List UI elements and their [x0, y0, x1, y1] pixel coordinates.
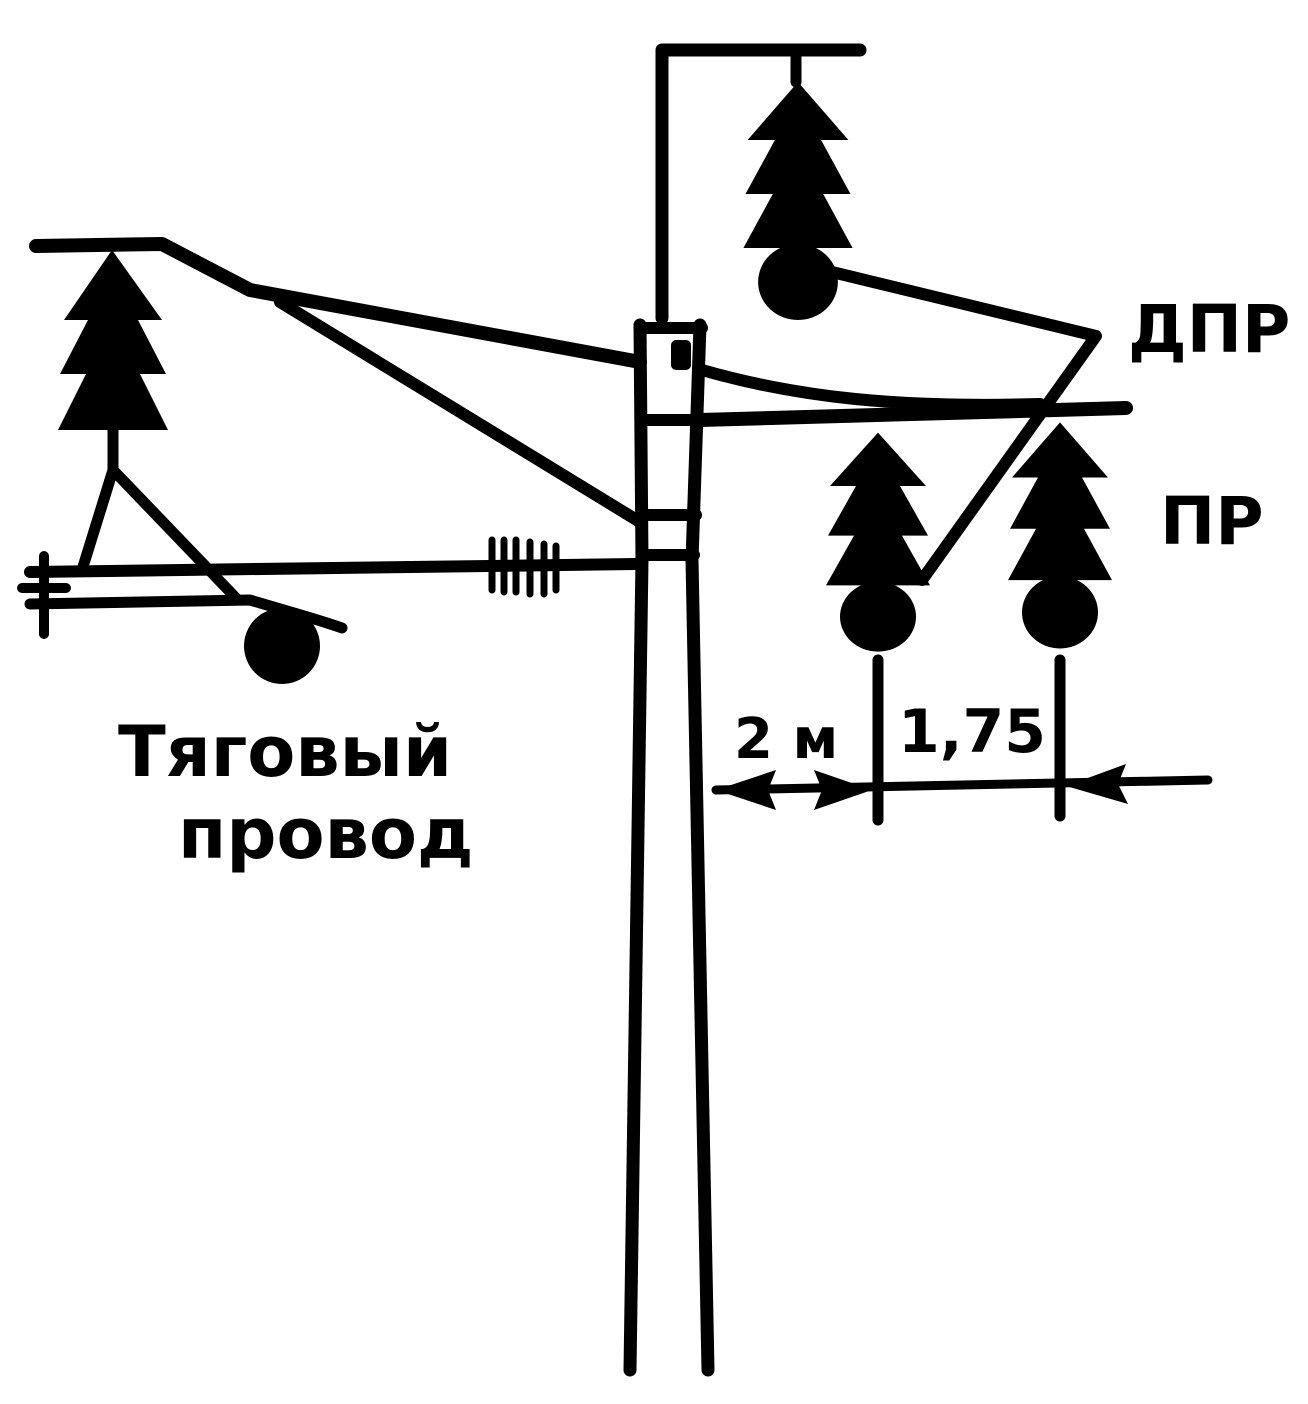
traction-wire-clamp [244, 608, 320, 684]
traction-wire-label-line1: Тяговый [118, 711, 452, 793]
pr-insulator-right [1008, 422, 1112, 822]
left-insulator [58, 250, 242, 604]
traction-wire-label-line2: провод [178, 793, 473, 875]
right-crossarm [693, 364, 1133, 427]
dpr-insulator [743, 82, 1102, 586]
dim-label-1-75: 1,75 [898, 697, 1046, 767]
left-cantilever [17, 237, 647, 639]
pr-insulator-left [826, 432, 930, 826]
top-bracket [655, 43, 867, 325]
dpr-label: ДПР [1128, 291, 1290, 368]
mast [623, 318, 715, 1377]
dim-label-2m: 2 м [734, 707, 838, 772]
dimension-lines [711, 764, 1213, 810]
spring-coil [488, 536, 560, 598]
pr-label: ПР [1160, 483, 1264, 560]
